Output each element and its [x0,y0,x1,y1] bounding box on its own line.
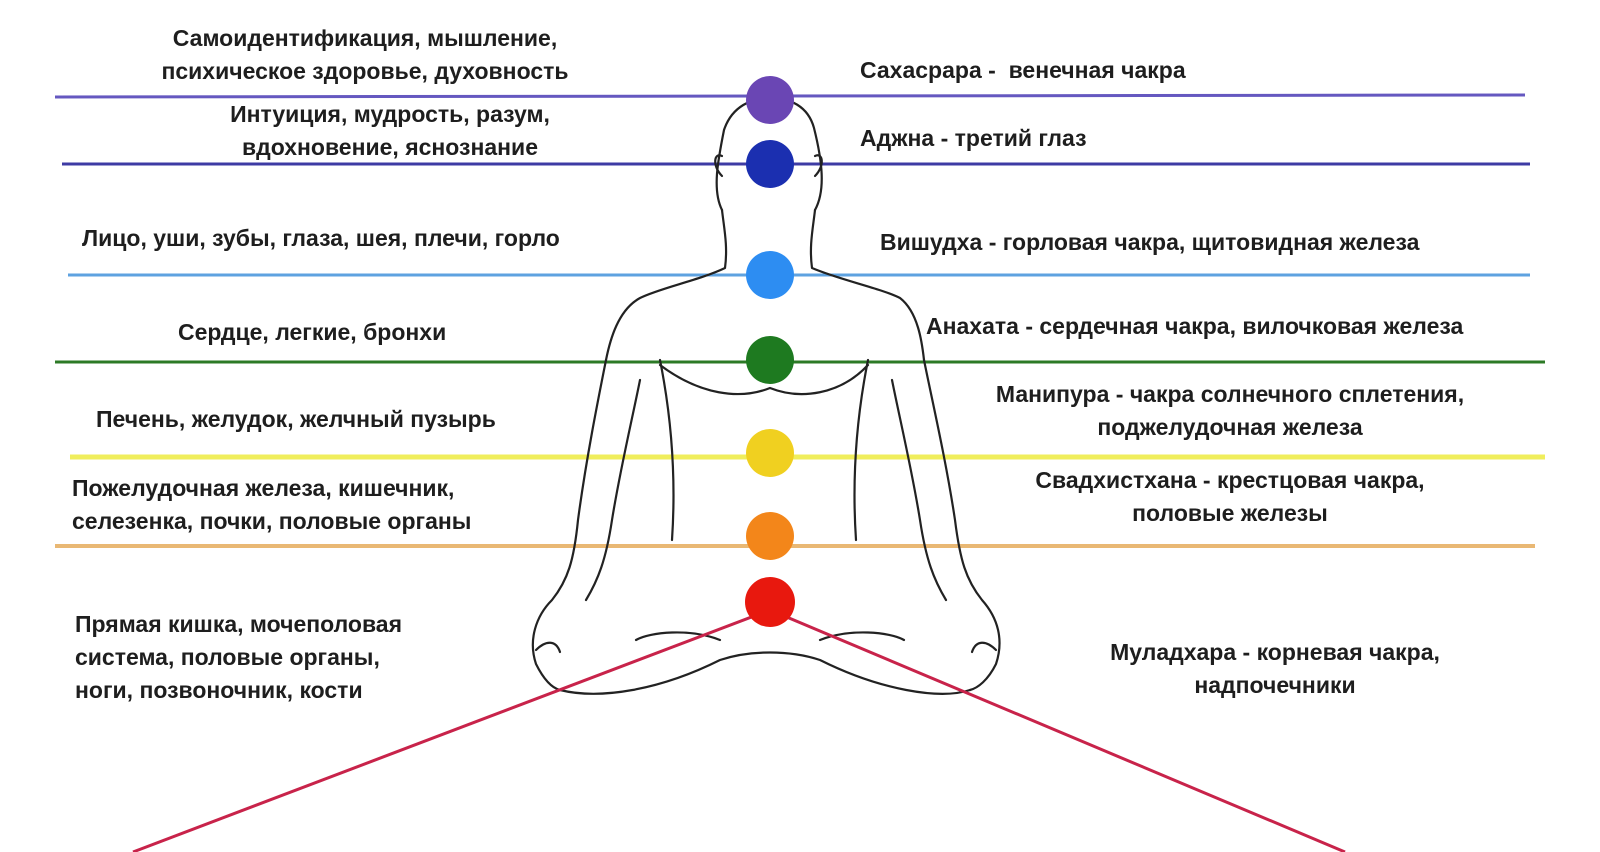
organs-line: Пожелудочная железа, кишечник, [72,475,455,501]
chakra-name-line: Аджна - третий глаз [860,125,1087,151]
arm-left [531,358,608,692]
arm-right [922,358,1001,692]
chakra-name-line: Манипура - чакра солнечного сплетения, [995,381,1465,407]
chakra-name-manipura: Манипура - чакра солнечного сплетения, п… [940,378,1520,444]
muladhara-line-left [132,608,771,852]
organs-label-sahasrara: Самоидентификация, мышление, психическое… [130,22,600,88]
legs-crossed [558,651,972,695]
body-outline [531,96,1001,695]
chakra-name-line: Вишудха - горловая чакра, щитовидная жел… [880,229,1420,255]
organs-line: Сердце, легкие, бронхи [178,319,447,345]
chakra-name-line: поджелудочная железа [1097,414,1363,440]
arm-right-inner [890,378,948,602]
hand-right [970,641,998,654]
organs-label-muladhara: Прямая кишка, мочеполовая система, полов… [75,608,402,707]
chakra-name-muladhara: Муладхара - корневая чакра, надпочечники [1070,636,1480,702]
chakra-name-line: надпочечники [1194,672,1356,698]
muladhara-line-right [769,608,1346,852]
chakra-name-anahata: Анахата - сердечная чакра, вилочковая же… [926,310,1463,343]
organs-line: вдохновение, яснознание [242,134,538,160]
chakra-name-line: Свадхистхана - крестцовая чакра, [1035,467,1425,493]
chest-line [658,363,870,396]
chakra-dot-sahasrara [746,76,794,124]
organs-line: Интуиция, мудрость, разум, [230,101,550,127]
chakra-dot-svadhisthana [746,512,794,560]
foot-left [634,631,722,642]
chakra-name-sahasrara: Сахасрара - венечная чакра [860,54,1186,87]
chakra-name-line: половые железы [1132,500,1328,526]
organs-line: Лицо, уши, зубы, глаза, шея, плечи, горл… [82,225,560,251]
chakra-name-ajna: Аджна - третий глаз [860,122,1087,155]
arm-left-inner [584,378,642,602]
ear-left [714,154,724,178]
chakra-name-vishuddha: Вишудха - горловая чакра, щитовидная жел… [880,226,1419,259]
organs-line: система, половые органы, [75,644,380,670]
organs-line: психическое здоровье, духовность [161,58,569,84]
neck-shoulders-right [809,208,926,362]
chakra-dot-muladhara [745,577,795,627]
chakra-name-line: Сахасрара - венечная чакра [860,57,1186,83]
organs-label-svadhisthana: Пожелудочная железа, кишечник, селезенка… [72,472,471,538]
organs-label-anahata: Сердце, легкие, бронхи [178,316,446,349]
organs-label-ajna: Интуиция, мудрость, разум, вдохновение, … [185,98,595,164]
organs-line: ноги, позвоночник, кости [75,677,363,703]
chakra-dot-ajna [746,140,794,188]
organs-label-vishuddha: Лицо, уши, зубы, глаза, шея, плечи, горл… [82,222,560,255]
organs-label-manipura: Печень, желудок, желчный пузырь [96,403,496,436]
torso-right [853,358,870,542]
chakra-dot-anahata [746,336,794,384]
hand-left [534,641,562,654]
torso-left [658,358,675,542]
organs-line: Самоидентификация, мышление, [172,25,558,51]
chakra-dot-manipura [746,429,794,477]
chakra-dot-vishuddha [746,251,794,299]
organs-line: Печень, желудок, желчный пузырь [96,406,496,432]
chakra-name-line: Анахата - сердечная чакра, вилочковая же… [926,313,1464,339]
chakra-name-svadhisthana: Свадхистхана - крестцовая чакра, половые… [985,464,1475,530]
organs-line: Прямая кишка, мочеполовая [75,611,403,637]
foot-right [818,631,906,642]
chakra-name-line: Муладхара - корневая чакра, [1110,639,1440,665]
organs-line: селезенка, почки, половые органы [72,508,472,534]
neck-shoulders-left [604,208,728,362]
ear-right [813,154,823,178]
